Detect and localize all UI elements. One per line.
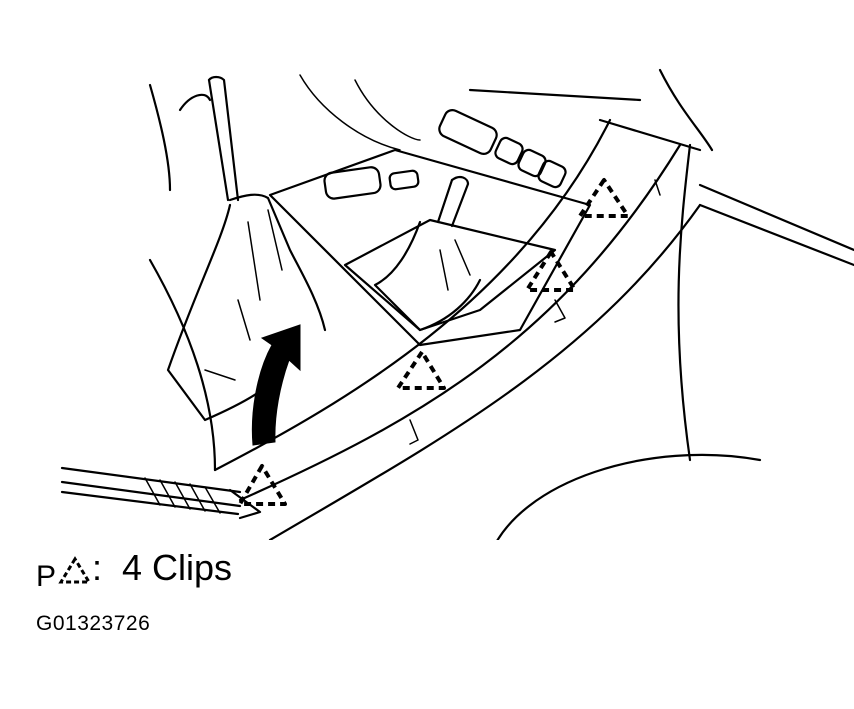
- dashed-triangle-clip-icon: [58, 556, 92, 584]
- console-outline: [148, 68, 854, 472]
- figure-id: G01323726: [36, 612, 151, 635]
- clip-legend: P : 4 Clips: [36, 538, 233, 592]
- clip-hook-details: [409, 179, 661, 445]
- upper-console-panel: [268, 148, 592, 347]
- clip-marker-2: [396, 350, 446, 390]
- lift-direction-arrow: [251, 324, 301, 446]
- switch-openings: [323, 109, 567, 200]
- shift-lever-left: [166, 75, 327, 422]
- legend-prefix: P: [36, 560, 57, 593]
- screwdriver-tool: [60, 466, 262, 520]
- clip-marker-3: [525, 250, 577, 292]
- clip-marker-1: [238, 464, 287, 506]
- clip-marker-4: [578, 178, 630, 218]
- legend-label: : 4 Clips: [92, 547, 233, 588]
- console-panel-removal-drawing: [60, 68, 854, 540]
- lower-trim-strip: [213, 118, 762, 540]
